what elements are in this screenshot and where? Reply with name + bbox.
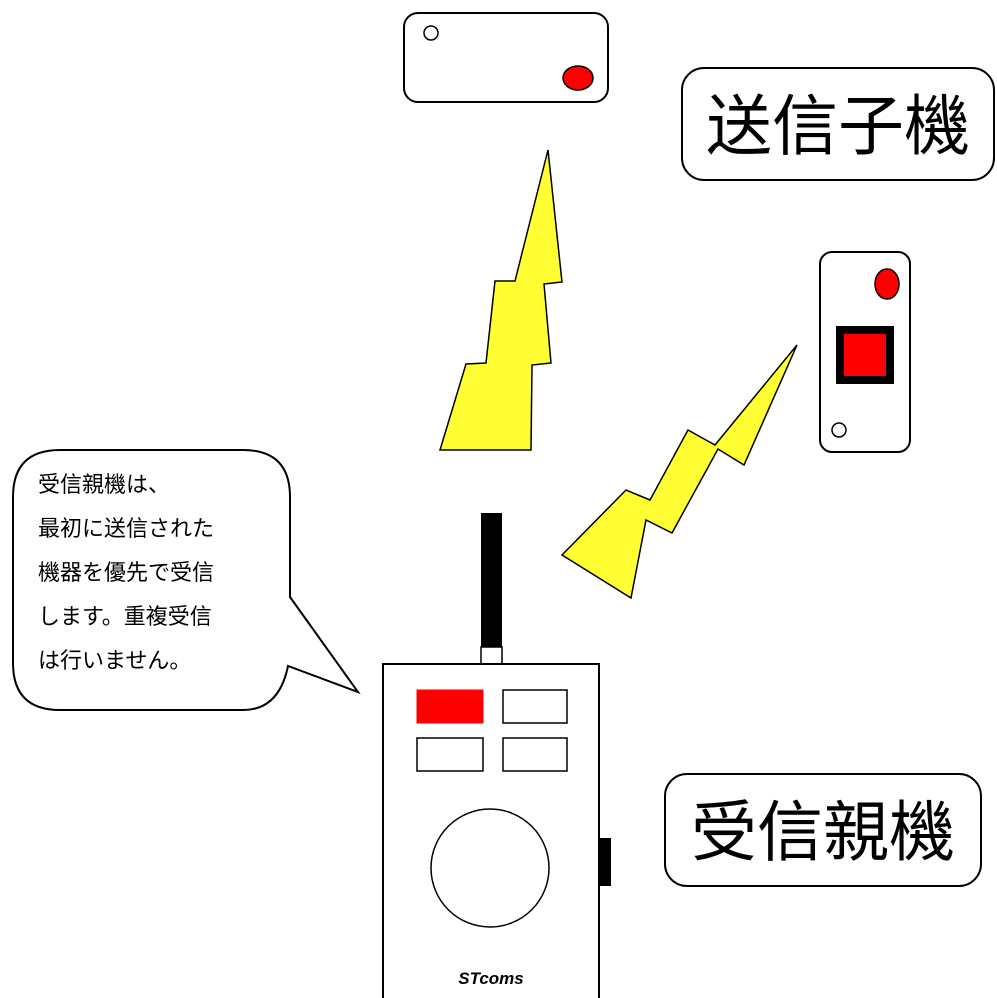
transmitter-horizontal-hole — [423, 25, 439, 41]
note-speech-bubble: 受信親機は、 最初に送信された 機器を優先で受信 します。重複受信 は行いません… — [12, 449, 361, 711]
transmitter-horizontal-led — [562, 65, 594, 91]
transmitter-vertical-button — [844, 334, 886, 376]
transmitter-vertical-hole — [831, 422, 847, 438]
receiver-antenna — [481, 513, 502, 648]
receiver-indicator-active — [416, 689, 484, 724]
receiver-unit: STcoms — [382, 513, 611, 998]
receiver-label: 受信親機 — [691, 794, 955, 871]
transmitter-horizontal-body — [403, 12, 609, 103]
receiver-label-frame — [664, 773, 982, 887]
note-line-2: 最初に送信された — [38, 517, 214, 542]
receiver-label-box: 受信親機 — [664, 773, 982, 887]
receiver-indicator-2 — [502, 689, 568, 724]
transmitter-horizontal — [403, 12, 609, 103]
receiver-brand-logo: STcoms — [458, 969, 524, 988]
receiver-speaker — [430, 808, 550, 928]
receiver-indicator-4 — [502, 737, 568, 772]
note-line-1: 受信親機は、 — [38, 473, 170, 498]
note-bubble-outline — [12, 449, 361, 711]
transmitter-label: 送信子機 — [706, 88, 970, 165]
transmitter-vertical-led — [874, 268, 900, 300]
receiver-indicator-3 — [416, 737, 484, 772]
note-line-5: は行いません。 — [38, 649, 191, 674]
note-line-4: します。重複受信 — [38, 605, 212, 630]
receiver-antenna-base — [480, 646, 503, 666]
transmitter-label-frame — [681, 67, 995, 181]
signal-bolt-vertical — [438, 149, 563, 451]
receiver-side-knob — [599, 838, 611, 886]
transmitter-label-box: 送信子機 — [681, 67, 995, 181]
signal-bolt-diagonal — [560, 344, 798, 600]
note-line-3: 機器を優先で受信 — [38, 561, 214, 586]
transmitter-vertical — [819, 251, 911, 453]
